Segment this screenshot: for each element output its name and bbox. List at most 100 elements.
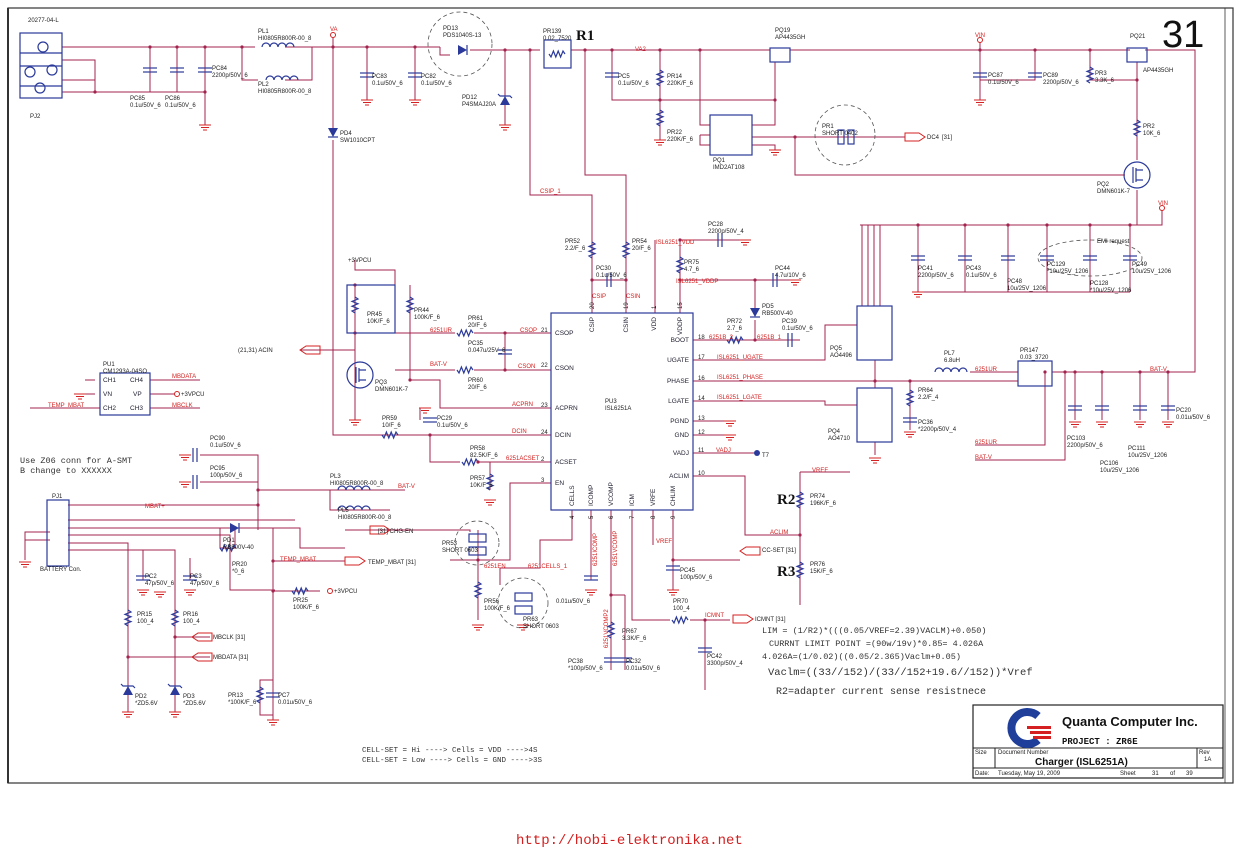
symbols xyxy=(19,32,1175,726)
junction-dot xyxy=(203,90,207,94)
wire xyxy=(241,47,258,81)
pu3-pin-name: CSIP xyxy=(589,317,596,332)
wire xyxy=(631,510,670,621)
connector-pj1 xyxy=(46,499,70,567)
nets-icmnt-label: ICMNT xyxy=(705,613,724,619)
equation-4: Vaclm=((33//152)/(33//152+19.6//152))*Vr… xyxy=(768,667,1033,679)
c-pd3-value-label: *ZD5.6V xyxy=(183,701,206,707)
c-pc86-value-label: 0.1u/50V_6 xyxy=(165,103,196,109)
wire xyxy=(980,50,1036,81)
wire xyxy=(693,324,857,361)
pu3-pin-name: CHLIM xyxy=(670,486,677,506)
pc38-capacitor-symbol xyxy=(604,657,618,663)
c-pc43-ref-label: PC43 xyxy=(966,266,982,272)
nets-dcin-label: DCIN xyxy=(512,429,527,435)
nets-icmnt_ref-label: ICMNT [31] xyxy=(755,617,786,623)
wires xyxy=(24,38,1196,720)
pu3-pin-number: 11 xyxy=(698,448,705,454)
c-pr13-value-label: *100K/F_6 xyxy=(228,700,257,706)
wire xyxy=(699,135,710,146)
pc90-capacitor-symbol xyxy=(192,448,198,462)
junction-dot xyxy=(503,48,507,52)
c-pr59-value-label: 10/F_6 xyxy=(382,423,401,429)
pr13-resistor-symbol xyxy=(255,686,265,704)
vin2-power-port xyxy=(1159,205,1165,211)
junction-dot xyxy=(753,338,757,342)
pc95-capacitor-symbol xyxy=(192,475,198,489)
quanta-logo xyxy=(1007,708,1051,748)
total-sheets: 39 xyxy=(1186,771,1193,777)
pu3-pin-name: VRFE xyxy=(650,488,657,506)
nets-chgen-label: [31] CHG-EN xyxy=(378,529,413,535)
nets-phase-label: ISL6251_PHASE xyxy=(717,375,763,381)
nets-b2-label: 6251B_2 xyxy=(709,335,734,341)
c-pr53-ref-label: PR53 xyxy=(442,541,458,547)
pd3-diode-symbol xyxy=(167,683,183,695)
equation-5: R2=adapter current sense resistnece xyxy=(776,686,986,698)
sheet-label: Sheet xyxy=(1120,771,1136,777)
pu3-pin-name: EN xyxy=(555,480,564,487)
pr63-short-pad xyxy=(514,605,533,615)
pu1-pin-name: CH4 xyxy=(130,377,143,384)
c-pr70-ref-label: PR70 xyxy=(673,599,689,605)
nets-vcomp2-label: 6251VCOMP2 xyxy=(604,609,610,648)
c-pc2-value-label: 47p/50V_6 xyxy=(145,581,175,587)
highlight-pd13 xyxy=(427,11,493,77)
c-pl5-value-label: HI0805R800R-00_8 xyxy=(338,515,392,521)
pu1-pin-name: CH2 xyxy=(103,405,116,412)
wire xyxy=(529,50,593,313)
pr54-resistor-symbol xyxy=(621,241,631,259)
c-pc36-ref-label: PC36 xyxy=(918,420,934,426)
pd4-diode-symbol xyxy=(328,128,338,138)
c-pc89-ref-label: PC89 xyxy=(1043,73,1059,79)
pu3-pin-name: VCOMP xyxy=(608,482,615,506)
nets-vdd-label: ISL6251_VDD xyxy=(656,240,695,246)
c-pr52-value-label: 2.2/F_6 xyxy=(565,246,586,252)
footer-url[interactable]: http://hobi-elektronika.net xyxy=(516,833,743,849)
junction-dot xyxy=(753,278,757,282)
c-pc2-ref-label: PC2 xyxy=(145,574,157,580)
pd2-diode-symbol xyxy=(120,683,136,695)
nets-acin-label: (21,31) ACIN xyxy=(238,348,273,354)
junction-dot xyxy=(1138,370,1142,374)
temp-mbat-port-flag xyxy=(344,556,366,566)
pr14-resistor-symbol xyxy=(655,69,665,87)
wire xyxy=(584,50,627,313)
ic-pq1 xyxy=(709,114,753,156)
junction-dot xyxy=(698,48,702,52)
c-pc90-value-label: 0.1u/50V_6 xyxy=(210,443,241,449)
ground-icon xyxy=(585,589,597,596)
ground-icon xyxy=(869,457,881,464)
pu3-pin-number: 24 xyxy=(541,430,548,436)
wire xyxy=(300,333,356,351)
c-pc111-value-label: 10u/25V_1206 xyxy=(1128,453,1168,459)
wire xyxy=(699,50,710,126)
c-pr3-value-label: 3.3K_6 xyxy=(1095,78,1115,84)
c-pr75-ref-label: PR75 xyxy=(684,260,700,266)
nets-mbat-label: MBAT+ xyxy=(145,504,165,510)
pd5-diode-symbol xyxy=(750,308,760,318)
c-pc87-ref-label: PC87 xyxy=(988,73,1004,79)
junction-dot xyxy=(173,635,177,639)
ground-icon xyxy=(1134,421,1146,428)
nets-dc4-label: DC4 xyxy=(927,135,940,141)
nets-mbclk-label: MBCLK xyxy=(172,403,193,409)
nets-csip_1-label: CSIP_1 xyxy=(540,189,561,195)
junction-dot xyxy=(331,45,335,49)
pr44-resistor-symbol xyxy=(405,296,415,314)
size-label: Size xyxy=(975,750,987,756)
c-pc45-value-label: 100p/50V_6 xyxy=(680,575,713,581)
pr15-resistor-symbol xyxy=(123,609,133,627)
pu3-pin-number: 5 xyxy=(589,515,595,519)
pu3-pin-number: 15 xyxy=(678,302,684,309)
nets-vddp-label: ISL6251_VDDP xyxy=(676,279,718,285)
ic-pu1 xyxy=(99,372,151,416)
testpoint-t7[interactable] xyxy=(754,450,760,456)
c-pc85-value-label: 0.1u/50V_6 xyxy=(130,103,161,109)
pl1-inductor-symbol xyxy=(261,42,295,48)
pc2-capacitor-symbol xyxy=(136,575,150,581)
pu3-pin-name: BOOT xyxy=(671,337,689,344)
c-pc129-value-label: *10u/25V_1206 xyxy=(1047,269,1089,275)
c-pq21-value-label: AP4435GH xyxy=(1143,68,1173,74)
cc-set-port-flag xyxy=(739,546,761,556)
